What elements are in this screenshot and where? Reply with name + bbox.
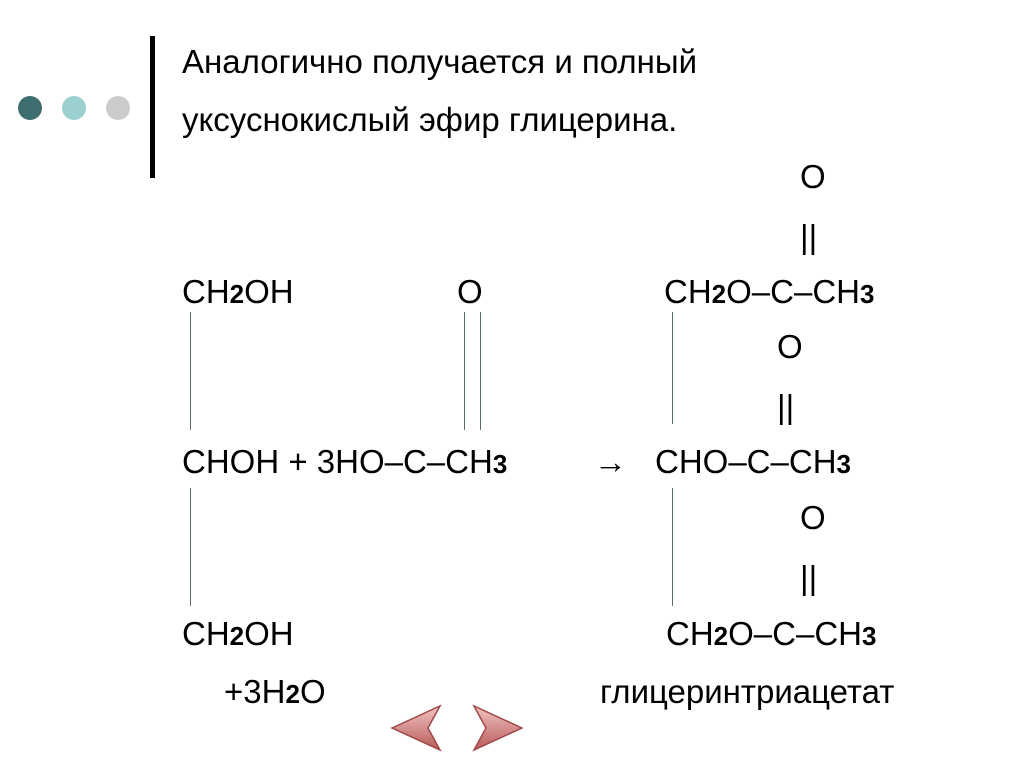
prev-slide-button[interactable] xyxy=(388,702,444,754)
acid-double-bond-left xyxy=(464,312,465,430)
acid-double-bond-right xyxy=(480,312,481,430)
product-bond-upper xyxy=(672,312,673,424)
glycerol-bond-lower xyxy=(190,488,191,606)
left-arrow-icon xyxy=(390,704,442,752)
glycerol-ch2oh-top: CH2OH xyxy=(182,273,294,310)
product-row-3: CH2O–C–CH3 xyxy=(666,615,877,652)
decor-dot-dark xyxy=(18,96,42,120)
decor-dot-teal xyxy=(62,96,86,120)
next-slide-button[interactable] xyxy=(470,702,526,754)
glycerol-bond-upper xyxy=(190,312,191,430)
product-double-bond-mid: || xyxy=(777,388,795,425)
product-o-top: O xyxy=(800,158,826,195)
reaction-main-line: CHOH + 3HO–C–CH3 xyxy=(182,443,508,480)
product-o-mid: O xyxy=(777,328,803,365)
product-row-1: CH2O–C–CH3 xyxy=(664,273,875,310)
title-line-2: уксуснокислый эфир глицерина. xyxy=(182,101,678,138)
product-name: глицеринтриацетат xyxy=(600,673,895,710)
title-divider xyxy=(150,36,155,178)
title-line-1: Аналогично получается и полный xyxy=(182,43,698,80)
product-bond-lower xyxy=(672,488,673,606)
product-o-low: O xyxy=(800,499,826,536)
acid-carbonyl-o: O xyxy=(457,273,483,310)
reaction-arrow: → xyxy=(594,443,627,480)
product-double-bond-low: || xyxy=(800,559,818,596)
glycerol-ch2oh-bottom: CH2OH xyxy=(182,615,294,652)
water-byproduct: +3H2O xyxy=(224,673,326,710)
product-double-bond-top: || xyxy=(800,218,818,255)
product-row-2: CHO–C–CH3 xyxy=(655,443,852,480)
decor-dot-gray xyxy=(106,96,130,120)
right-arrow-icon xyxy=(472,704,524,752)
